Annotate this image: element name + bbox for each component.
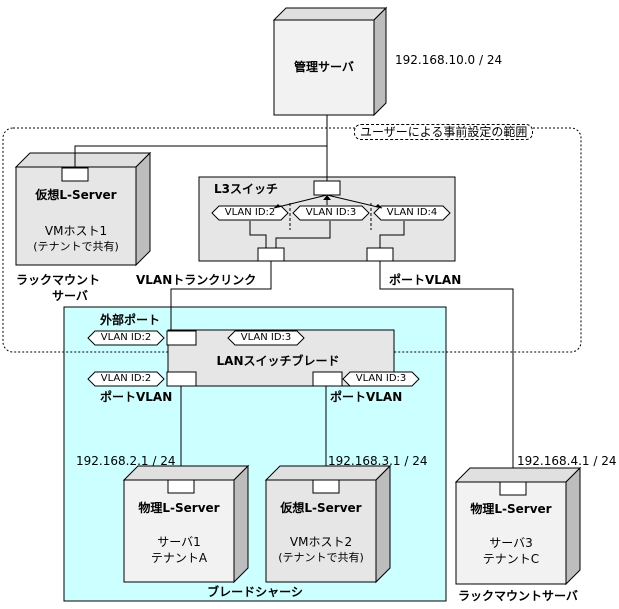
lsb-internal-port-right: [312, 371, 343, 387]
host1-title: 仮想L-Server: [35, 188, 117, 202]
lsb-top-vlan3-label: VLAN ID:3: [240, 332, 292, 343]
management-server-ip: 192.168.10.0 / 24: [395, 53, 503, 67]
l3-vlan4-label: VLAN ID:4: [386, 207, 438, 218]
port-vlan-left-label: ポートVLAN: [100, 390, 173, 404]
l3-vlan2-tag: [211, 205, 289, 221]
l3-vlan4-tag: [373, 205, 451, 221]
l3-switch-trunk-port: [257, 247, 285, 262]
port-vlan-right-label: ポートVLAN: [389, 273, 462, 287]
server-a-ip: 192.168.2.1 / 24: [76, 454, 176, 468]
rackmount-host1-cube: [14, 151, 152, 267]
lsb-top-vlan3-tag: [227, 330, 305, 346]
management-server-label: 管理サーバ: [294, 60, 354, 74]
server-a-line1: サーバ1: [157, 535, 201, 549]
server-a-title: 物理L-Server: [138, 501, 220, 515]
l3-switch-uplink-port: [313, 180, 341, 196]
user-setup-scope-label: ユーザーによる事前設定の範囲: [354, 124, 534, 140]
host1-caption-line1: ラックマウント: [15, 273, 101, 287]
server-b-line2: (テナントで共有): [278, 551, 364, 564]
l3-switch-label: L3スイッチ: [214, 182, 278, 196]
server-a-cube: [122, 464, 250, 584]
lsb-internal-port-left: [166, 371, 197, 387]
server-b-ip: 192.168.3.1 / 24: [328, 454, 428, 468]
l3-switch-port-vlan4: [366, 247, 394, 262]
server-c-title: 物理L-Server: [470, 502, 552, 516]
vlan-trunk-label: VLANトランクリンク: [136, 273, 257, 287]
host1-line2: (テナントで共有): [33, 240, 119, 253]
lsb-top-vlan2-label: VLAN ID:2: [100, 332, 152, 343]
server-c-ip: 192.168.4.1 / 24: [517, 454, 617, 468]
server-c-cube: [454, 466, 582, 586]
connection-lines: [74, 115, 514, 481]
l3-vlan3-label: VLAN ID:3: [305, 207, 357, 218]
external-port-label: 外部ポート: [100, 313, 161, 327]
server-a-line2: テナントA: [150, 551, 208, 565]
lsb-external-port: [166, 330, 197, 346]
lan-switch-blade-label: LANスイッチブレード: [216, 354, 340, 368]
management-server-cube: [272, 6, 388, 117]
host1-line1: VMホスト1: [44, 224, 108, 238]
server-c-caption: ラックマウントサーバ: [458, 589, 578, 603]
server-c-line2: テナントC: [482, 552, 540, 566]
host1-caption-line2: サーバ: [52, 289, 88, 303]
l3-vlan3-tag: [292, 205, 370, 221]
lsb-bottom-vlan3-label: VLAN ID:3: [355, 373, 407, 384]
lsb-bottom-vlan3-tag: [342, 371, 420, 387]
server-c-line1: サーバ3: [489, 536, 533, 550]
lsb-top-vlan2-tag: [87, 330, 165, 346]
server-b-title: 仮想L-Server: [280, 501, 362, 515]
l3-vlan2-label: VLAN ID:2: [224, 207, 276, 218]
lsb-bottom-vlan2-tag: [87, 371, 165, 387]
server-b-cube: [264, 464, 392, 584]
server-b-line1: VMホスト2: [289, 535, 353, 549]
lsb-bottom-vlan2-label: VLAN ID:2: [100, 373, 152, 384]
blade-chassis-label: ブレードシャーシ: [207, 585, 303, 599]
port-vlan-blade-right-label: ポートVLAN: [330, 390, 403, 404]
